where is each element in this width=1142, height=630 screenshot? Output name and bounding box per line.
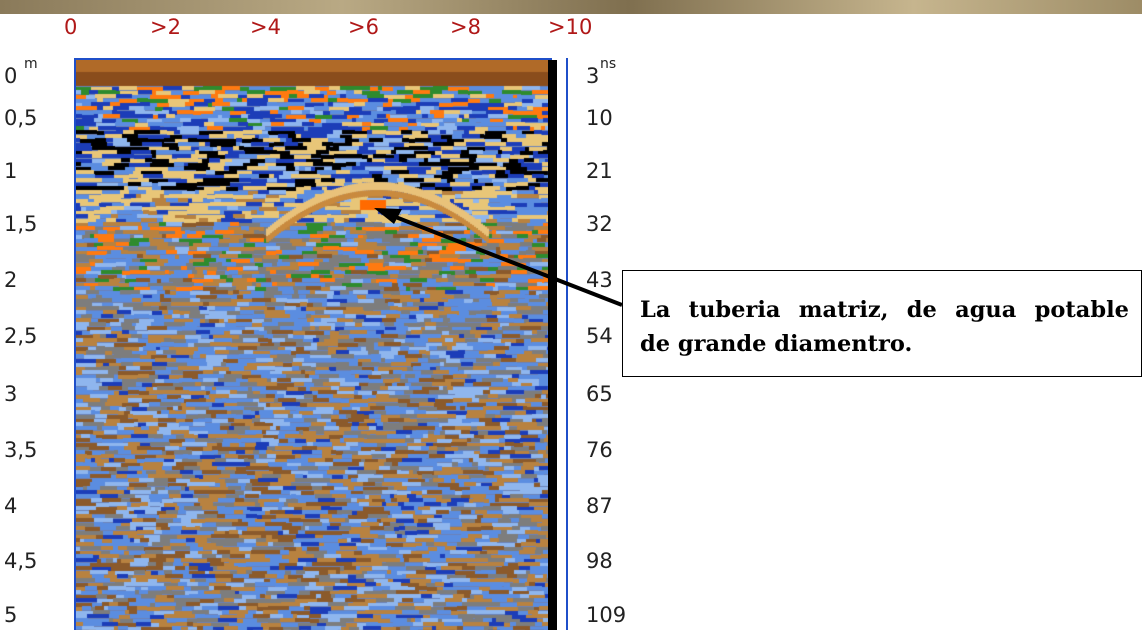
callout-word: tuberia xyxy=(688,297,781,323)
time-label: 21 xyxy=(586,159,613,183)
arrowhead-icon xyxy=(374,208,402,224)
callout-word: de xyxy=(906,297,937,323)
top-tick: >8 xyxy=(450,15,481,39)
time-label: 76 xyxy=(586,438,613,462)
time-label: 109 xyxy=(586,603,627,627)
time-label: 10 xyxy=(586,106,613,130)
callout-line-1: La tuberia matriz, de agua potable xyxy=(640,293,1129,327)
depth-label: 4 xyxy=(4,494,18,518)
pipe-annotation-callout: La tuberia matriz, de agua potable de gr… xyxy=(622,270,1142,377)
time-label: 65 xyxy=(586,382,613,406)
time-label: 3 xyxy=(586,64,600,88)
depth-label: 5 xyxy=(4,603,18,627)
depth-label: 3 xyxy=(4,382,18,406)
time-label: 54 xyxy=(586,324,613,348)
top-photo-strip xyxy=(0,0,1142,14)
depth-label: 2 xyxy=(4,268,18,292)
trace-end-bar xyxy=(548,60,557,630)
callout-word: La xyxy=(640,297,671,323)
time-label: 87 xyxy=(586,494,613,518)
callout-word: matriz, xyxy=(798,297,889,323)
radargram-frame xyxy=(74,58,552,630)
depth-label: 2,5 xyxy=(4,324,38,348)
radargram-right-border xyxy=(566,58,568,630)
time-label: 43 xyxy=(586,268,613,292)
callout-word: agua xyxy=(955,297,1017,323)
time-label: 98 xyxy=(586,549,613,573)
time-unit: ns xyxy=(600,56,617,72)
arrow-shaft xyxy=(392,214,623,307)
depth-label: 0 xyxy=(4,64,18,88)
callout-line-2: de grande diamentro. xyxy=(640,331,913,357)
depth-label: 1,5 xyxy=(4,212,38,236)
top-tick: 0 xyxy=(64,15,78,39)
radargram-image xyxy=(76,60,550,630)
top-tick: >10 xyxy=(548,15,593,39)
top-tick: >6 xyxy=(348,15,379,39)
depth-label: 3,5 xyxy=(4,438,38,462)
depth-label: 0,5 xyxy=(4,106,38,130)
time-label: 32 xyxy=(586,212,613,236)
top-tick: >2 xyxy=(150,15,181,39)
depth-label: 1 xyxy=(4,159,18,183)
depth-unit: m xyxy=(24,56,38,72)
callout-word: potable xyxy=(1034,297,1129,323)
top-tick: >4 xyxy=(250,15,281,39)
depth-label: 4,5 xyxy=(4,549,38,573)
